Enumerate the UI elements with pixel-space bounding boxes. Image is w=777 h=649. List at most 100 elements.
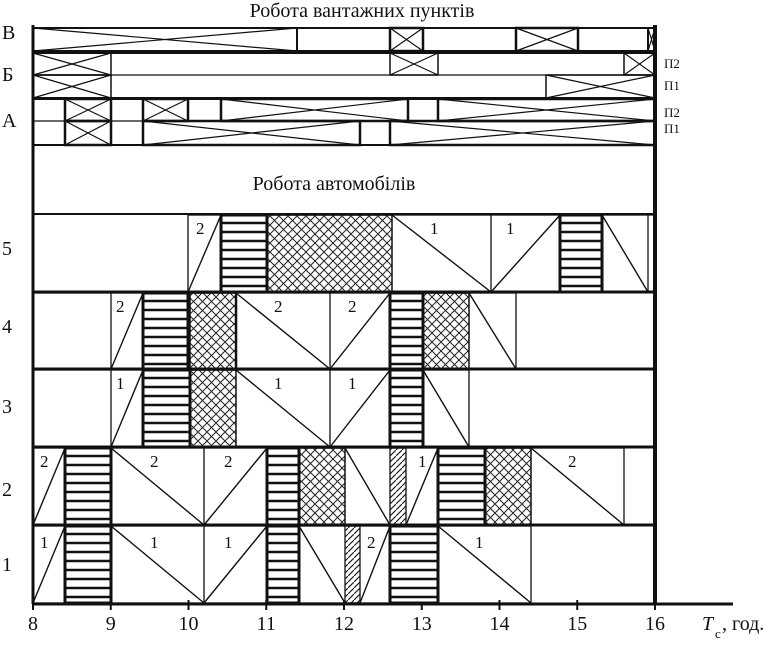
travel-diagonal — [298, 525, 346, 604]
point-label-b: Б — [2, 64, 13, 86]
trip-number: 2 — [40, 452, 49, 471]
travel-diagonal — [110, 447, 205, 526]
vehicle-label-2: 2 — [2, 479, 12, 501]
trip-number: 1 — [418, 452, 427, 471]
vehicle-4-frame — [32, 292, 517, 370]
cross-diagonal — [389, 27, 424, 52]
vehicle-label-5: 5 — [2, 238, 12, 260]
cross-diagonal — [64, 98, 112, 122]
unloading-block — [422, 292, 470, 370]
axis-tick-label: 14 — [490, 613, 510, 635]
travel-diagonal — [235, 369, 331, 448]
travel-diagonal — [422, 369, 470, 448]
point-v-row — [32, 27, 656, 52]
travel-diagonal — [437, 525, 532, 604]
vehicle-label-4: 4 — [2, 316, 12, 338]
travel-diagonal — [468, 292, 517, 370]
point-v-loading-1 — [32, 27, 298, 52]
loading-block — [265, 524, 301, 605]
loading-block — [265, 446, 301, 527]
cross-diagonal — [389, 52, 439, 76]
point-v-loading-4 — [647, 27, 656, 52]
vehicle-label-1: 1 — [2, 554, 12, 576]
unloading-block — [189, 292, 237, 370]
waiting-block — [389, 447, 407, 526]
trip-number: 1 — [506, 219, 515, 238]
travel-diagonal — [530, 447, 625, 526]
axis-unit-symbol: T — [702, 613, 715, 635]
loading-points-title: Робота вантажних пунктів — [250, 0, 475, 22]
travel-diagonal — [405, 447, 439, 526]
vehicle-label-3: 3 — [2, 396, 12, 418]
travel-diagonal — [110, 369, 144, 448]
trip-number: 2 — [116, 297, 125, 316]
unloading-block — [484, 447, 532, 526]
point-a-p1-slot — [388, 119, 657, 147]
travel-diagonal — [235, 292, 331, 370]
travel-diagonal — [359, 525, 391, 604]
loading-block — [141, 291, 190, 371]
unloading-block — [298, 447, 346, 526]
unloading-block — [266, 214, 393, 293]
cross-diagonal — [32, 27, 298, 52]
trip-number: 1 — [475, 533, 484, 552]
trip-number: 1 — [274, 374, 283, 393]
post-label-a-p1: П1 — [664, 121, 680, 136]
loading-block — [436, 446, 487, 527]
loading-block — [388, 368, 425, 449]
schedule-shapes — [32, 26, 657, 605]
loading-block — [63, 446, 113, 527]
travel-diagonal — [187, 214, 222, 293]
unloading-block — [189, 369, 237, 448]
vehicle-3-frame — [32, 369, 470, 448]
loading-block — [63, 524, 113, 605]
axis-unit-text: , год. — [722, 613, 764, 635]
axis-tick-label: 15 — [567, 613, 587, 635]
travel-diagonal — [110, 525, 205, 604]
loading-block — [388, 524, 440, 605]
trip-number: 2 — [274, 297, 283, 316]
travel-diagonal — [391, 214, 492, 293]
axis-tick-label: 12 — [334, 613, 354, 635]
point-b-p2-slot — [389, 52, 439, 76]
axis-tick-label: 8 — [28, 613, 38, 635]
point-a-p1-slot — [63, 119, 113, 147]
travel-diagonal — [32, 447, 66, 526]
trip-number: 1 — [150, 533, 159, 552]
travel-diagonal — [329, 292, 391, 370]
cross-diagonal — [545, 74, 656, 99]
trip-number: 1 — [40, 533, 49, 552]
cross-diagonal — [389, 120, 656, 146]
point-v-loading-2 — [388, 26, 425, 53]
point-label-a: А — [2, 110, 17, 132]
axis-tick-label: 10 — [179, 613, 199, 635]
cross-diagonal — [437, 98, 656, 122]
trip-number: 1 — [430, 219, 439, 238]
cross-diagonal — [142, 98, 189, 122]
travel-diagonal — [203, 525, 268, 604]
travel-diagonal — [110, 292, 144, 370]
trip-number: 1 — [348, 374, 357, 393]
cross-diagonal — [142, 120, 361, 146]
loading-block — [141, 368, 192, 449]
loading-block — [219, 213, 269, 294]
travel-diagonal — [203, 447, 268, 526]
travel-diagonal — [32, 525, 66, 604]
vehicles-title: Робота автомобілів — [253, 173, 416, 195]
cross-diagonal — [32, 74, 112, 99]
trip-number: 2 — [348, 297, 357, 316]
travel-diagonal — [601, 214, 649, 293]
axis-tick-label: 13 — [412, 613, 432, 635]
trip-number: 2 — [224, 452, 233, 471]
loading-block — [558, 213, 604, 294]
travel-diagonal — [329, 369, 391, 448]
trip-number: 2 — [367, 533, 376, 552]
trip-number: 1 — [224, 533, 233, 552]
cross-diagonal — [220, 98, 409, 122]
trip-number: 1 — [116, 374, 125, 393]
loading-block — [388, 291, 425, 371]
waiting-block — [344, 525, 361, 604]
